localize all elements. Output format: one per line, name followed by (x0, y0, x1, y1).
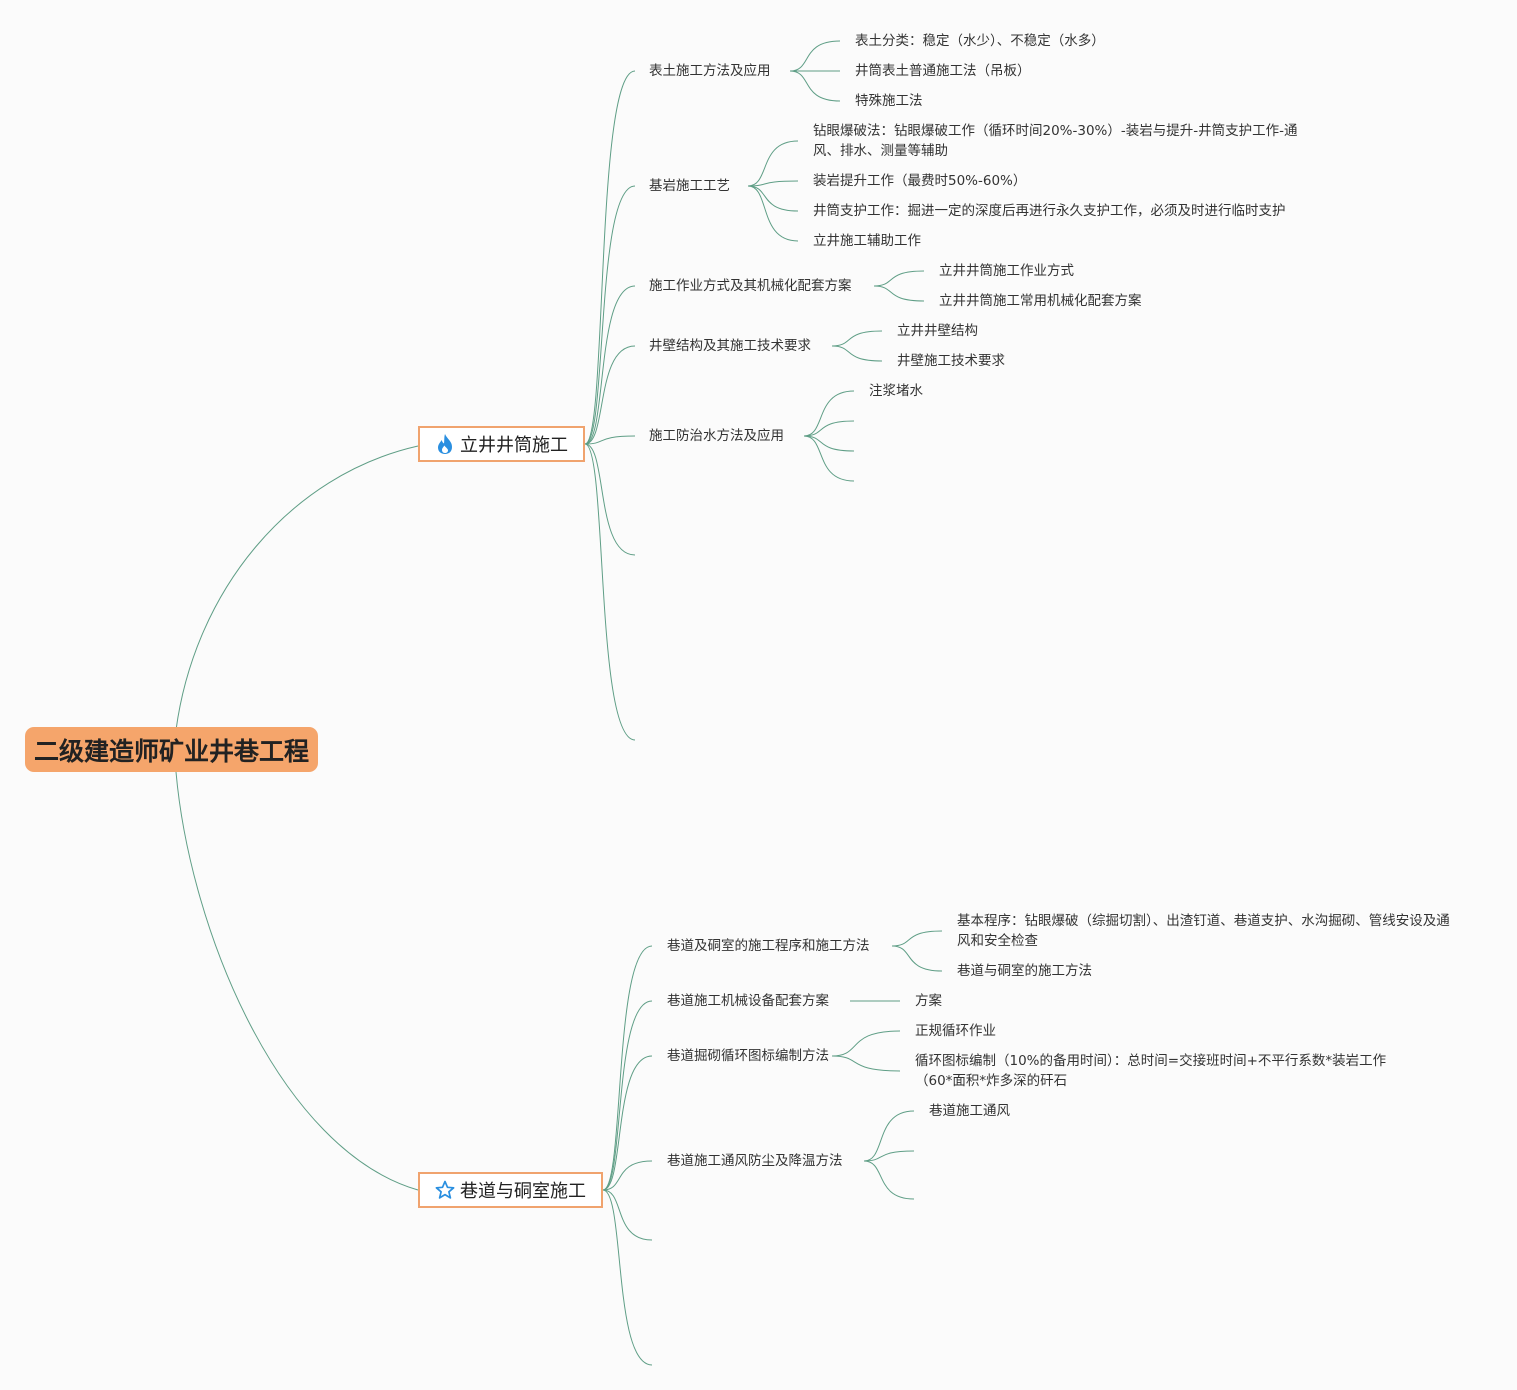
connector-line (747, 185, 799, 242)
connector-line (584, 345, 636, 445)
subtopic[interactable]: 注浆堵水 (869, 383, 923, 399)
connector-line (891, 945, 943, 972)
connector-line (863, 1160, 915, 1200)
subtopic[interactable]: 巷道与硐室的施工方法 (957, 963, 1092, 979)
connector-line (803, 420, 855, 437)
branch-title: 立井井筒施工 (460, 435, 568, 456)
subtopic[interactable]: 正规循环作业 (915, 1023, 996, 1039)
subtopic[interactable]: 立井井筒施工常用机械化配套方案 (939, 293, 1142, 309)
root-topic[interactable]: 二级建造师矿业井巷工程 (25, 727, 318, 772)
connector-line (747, 185, 799, 212)
subtopic[interactable]: 特殊施工法 (855, 93, 923, 109)
root-to-branch2-line (175, 771, 419, 1191)
subtopic[interactable]: 立井井筒施工作业方式 (939, 263, 1074, 279)
connector-line (873, 270, 925, 287)
connector-line (602, 1000, 653, 1191)
subtopic[interactable]: 井筒表土普通施工法（吊板） (855, 63, 1031, 79)
subtopic[interactable]: 基本程序：钻眼爆破（综掘切割）、出渣钉道、巷道支护、水沟掘砌、管线安设及通风和安… (957, 913, 1450, 949)
connector-line (831, 345, 883, 362)
subtopic[interactable]: 井筒支护工作：掘进一定的深度后再进行永久支护工作，必须及时进行临时支护 (813, 203, 1286, 219)
connector-line (789, 70, 841, 102)
connector-line (584, 443, 636, 741)
connector-line (584, 285, 636, 445)
root-to-branch1-line (175, 445, 419, 731)
topic-topsoil[interactable]: 表土施工方法及应用 (649, 63, 771, 79)
connector-line (803, 435, 855, 482)
subtopic[interactable]: 表土分类：稳定（水少）、不稳定（水多） (855, 33, 1105, 49)
connector-line (747, 180, 799, 187)
connector-line (747, 140, 799, 187)
topic-roadway-procedure[interactable]: 巷道及硐室的施工程序和施工方法 (667, 938, 870, 954)
connector-line (602, 945, 653, 1191)
subtopic[interactable]: 巷道施工通风 (929, 1103, 1010, 1119)
subtopic[interactable]: 立井施工辅助工作 (813, 233, 921, 249)
topic-water-control[interactable]: 施工防治水方法及应用 (649, 428, 784, 444)
topic-cycle-chart[interactable]: 巷道掘砌循环图标编制方法 (667, 1048, 829, 1064)
connector-line (831, 1030, 901, 1057)
topic-operation-mode[interactable]: 施工作业方式及其机械化配套方案 (649, 278, 852, 294)
connector-line (602, 1160, 653, 1191)
connector-line (891, 930, 943, 947)
connector-line (831, 1055, 901, 1072)
branch-topic-roadway[interactable]: 巷道与硐室施工 (418, 1172, 603, 1208)
branch-title: 巷道与硐室施工 (460, 1181, 586, 1202)
topic-bedrock[interactable]: 基岩施工工艺 (649, 178, 730, 194)
connector-line (602, 1189, 653, 1241)
subtopic[interactable]: 井壁施工技术要求 (897, 353, 1005, 369)
connector-line (831, 330, 883, 347)
subtopic[interactable]: 立井井壁结构 (897, 323, 978, 339)
connector-line (602, 1055, 653, 1191)
connector-line (803, 390, 855, 437)
subtopic[interactable]: 循环图标编制（10%的备用时间）：总时间=交接班时间+不平行系数*装岩工作（60… (915, 1053, 1387, 1089)
connector-line (789, 40, 841, 72)
connector-line (584, 70, 636, 445)
connector-line (863, 1110, 915, 1162)
subtopic[interactable]: 方案 (915, 993, 942, 1009)
connector-line (584, 185, 636, 445)
connector-line (803, 435, 855, 452)
fire-icon (435, 433, 455, 455)
topic-shaft-wall[interactable]: 井壁结构及其施工技术要求 (649, 338, 811, 354)
topic-roadway-machinery[interactable]: 巷道施工机械设备配套方案 (667, 993, 829, 1009)
connector-line (584, 435, 636, 445)
star-icon (435, 1180, 455, 1200)
subtopic[interactable]: 装岩提升工作（最费时50%-60%） (813, 173, 1027, 189)
connector-line (873, 285, 925, 302)
connector-line (602, 1189, 653, 1366)
connector-line (584, 443, 636, 556)
topic-ventilation[interactable]: 巷道施工通风防尘及降温方法 (667, 1153, 843, 1169)
connector-line (863, 1150, 915, 1162)
subtopic[interactable]: 钻眼爆破法：钻眼爆破工作（循环时间20%-30%）-装岩与提升-井筒支护工作-通… (813, 123, 1298, 159)
branch-topic-shaft[interactable]: 立井井筒施工 (418, 426, 585, 462)
